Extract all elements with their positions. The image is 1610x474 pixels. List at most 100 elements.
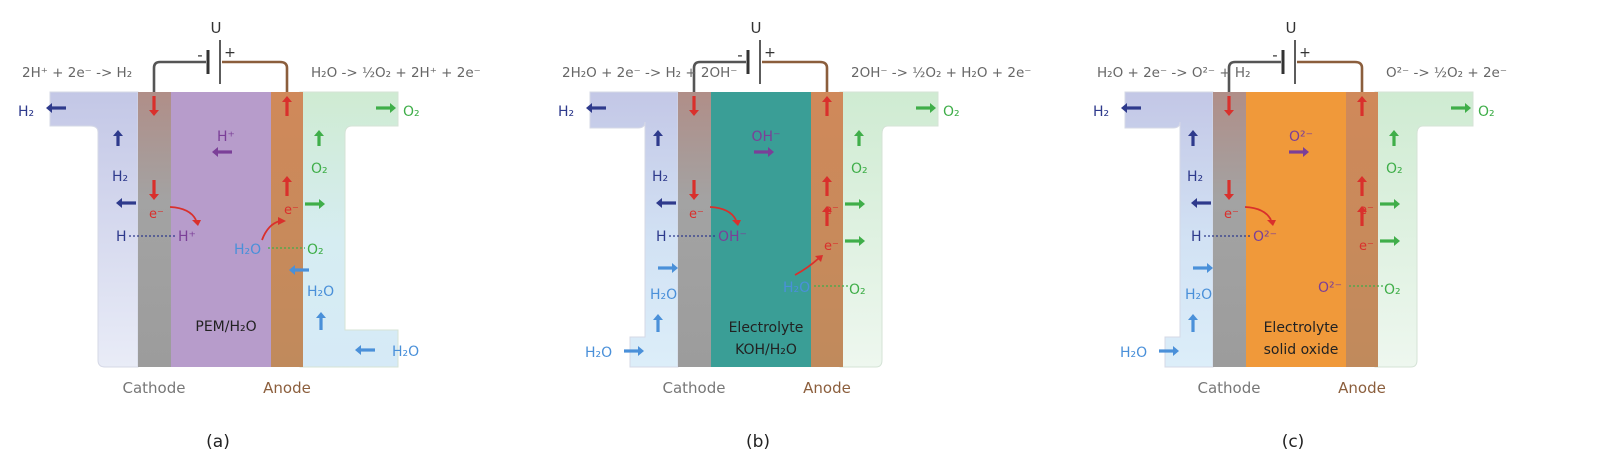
o2-rising-arrow (1389, 130, 1399, 146)
o2-release-arrow (1380, 199, 1400, 209)
cathode-electrode (1213, 92, 1246, 367)
o2-rising-arrow (854, 130, 864, 146)
anode-electron-label-low: e⁻ (824, 239, 839, 254)
water-label: H₂O (1185, 287, 1212, 303)
battery-plus-sign: + (224, 45, 236, 61)
electrolyte-name-line: PEM/H₂O (195, 319, 256, 335)
o2-release-arrow-low (845, 236, 865, 246)
o2-outlet-label: O₂ (943, 104, 960, 120)
water-inlet-label: H₂O (392, 344, 419, 360)
electron-up-arrow-mid (822, 176, 832, 196)
oxygen-atom-label: O₂ (849, 282, 866, 298)
ion-label: O²⁻ (1289, 129, 1313, 145)
cathode-electron-label: e⁻ (689, 207, 704, 222)
voltage-label: U (211, 19, 222, 37)
cathode-electrode (678, 92, 711, 367)
electron-down-arrow-top (689, 96, 699, 116)
cathode-electron-curve (1244, 206, 1276, 226)
o2-release-arrow-low (1380, 236, 1400, 246)
wire-negative (152, 60, 206, 92)
wire-positive (1297, 60, 1364, 92)
water-product-label: H₂O (783, 280, 810, 296)
cathode-reaction-equation: 2H⁺ + 2e⁻ -> H₂ (22, 65, 132, 81)
o2-release-arrow (305, 199, 325, 209)
h2-release-arrow (116, 198, 136, 208)
anode-reaction-equation: O²⁻ -> ½O₂ + 2e⁻ (1386, 65, 1507, 81)
h2-rising-arrow (1188, 130, 1198, 146)
cathode-reaction-equation: 2H₂O + 2e⁻ -> H₂ + 2OH⁻ (562, 65, 737, 81)
ion-label: OH⁻ (752, 129, 781, 145)
h2-label: H₂ (1187, 169, 1203, 185)
water-label: H₂O (650, 287, 677, 303)
cathode-electron-label: e⁻ (1224, 207, 1239, 222)
anode-label: Anode (1338, 379, 1386, 397)
oxide-ion-label: O²⁻ (1318, 280, 1342, 296)
electron-up-arrow-top (1357, 96, 1367, 116)
o2-release-arrow (845, 199, 865, 209)
water-rising-arrow (653, 314, 663, 332)
anode-label: Anode (263, 379, 311, 397)
h2-outlet-label: H₂ (1093, 104, 1109, 120)
water-rising-arrow (316, 312, 326, 330)
ion-link-label: OH⁻ (718, 229, 747, 245)
cathode-electron-label: e⁻ (149, 207, 164, 222)
panel-caption: (a) (206, 432, 230, 452)
electron-up-arrow-low (1357, 206, 1367, 226)
anode-electrode (271, 92, 303, 367)
panel-caption: (c) (1282, 432, 1305, 452)
o2-outlet-arrow (376, 103, 396, 113)
h2-rising-arrow (113, 130, 123, 146)
ion-link-label: O²⁻ (1253, 229, 1277, 245)
anode-electrode (1346, 92, 1378, 367)
wire-negative (1227, 60, 1281, 92)
water-label: H₂O (307, 284, 334, 300)
cathode-label: Cathode (123, 379, 186, 397)
oxygen-atom-label: O₂ (1384, 282, 1401, 298)
voltage-label: U (1286, 19, 1297, 37)
water-inlet-label: H₂O (585, 345, 612, 361)
electrolyte-name-line: KOH/H₂O (735, 342, 797, 358)
anode-electron-label: e⁻ (284, 203, 299, 218)
battery-minus-sign: - (197, 46, 202, 64)
battery-plus-sign: + (764, 45, 776, 61)
battery-minus-sign: - (737, 46, 742, 64)
anode-gas-channel (1374, 91, 1474, 368)
anode-gas-channel (839, 91, 939, 368)
water-inlet-label: H₂O (1120, 345, 1147, 361)
anode-reaction-equation: 2OH⁻ -> ½O₂ + H₂O + 2e⁻ (851, 65, 1031, 81)
cathode-electron-curve (169, 206, 201, 226)
water-to-cathode-arrow (658, 263, 678, 273)
h2-rising-arrow (653, 130, 663, 146)
anode-reaction-equation: H₂O -> ½O₂ + 2H⁺ + 2e⁻ (311, 65, 481, 81)
electrolyte-name-line: Electrolyte (729, 320, 804, 336)
cathode-electron-curve (709, 206, 741, 226)
h2-outlet-arrow (586, 103, 606, 113)
electron-down-arrow-mid (689, 180, 699, 200)
electron-down-arrow-mid (1224, 180, 1234, 200)
water-rising-arrow (1188, 314, 1198, 332)
electron-up-arrow-mid (282, 176, 292, 196)
electron-up-arrow-top (282, 96, 292, 116)
o2-outlet-label: O₂ (403, 104, 420, 120)
water-inlet-arrow (1159, 346, 1179, 356)
o2-label: O₂ (1386, 161, 1403, 177)
electrolyte-region (711, 92, 811, 367)
anode-electrode (811, 92, 843, 367)
water-inlet-arrow (624, 346, 644, 356)
panel-pem-cell: U- +2H⁺ + 2e⁻ -> H₂ H₂O -> ½O₂ + 2H⁺ + 2e⁻… (18, 19, 481, 452)
cathode-gas-channel (589, 91, 679, 368)
water-inlet-arrow (355, 345, 375, 355)
wire-positive (222, 60, 289, 92)
electron-up-arrow-low (822, 206, 832, 226)
cathode-label: Cathode (1198, 379, 1261, 397)
battery-minus-sign: - (1272, 46, 1277, 64)
cathode-gas-channel (49, 91, 139, 368)
anode-gas-channel (299, 91, 399, 368)
wire-positive (762, 60, 829, 92)
electrolyte-region (171, 92, 271, 367)
electron-down-arrow-top (149, 96, 159, 116)
h2-release-arrow (1191, 198, 1211, 208)
electron-down-arrow-top (1224, 96, 1234, 116)
electron-up-arrow-mid (1357, 176, 1367, 196)
